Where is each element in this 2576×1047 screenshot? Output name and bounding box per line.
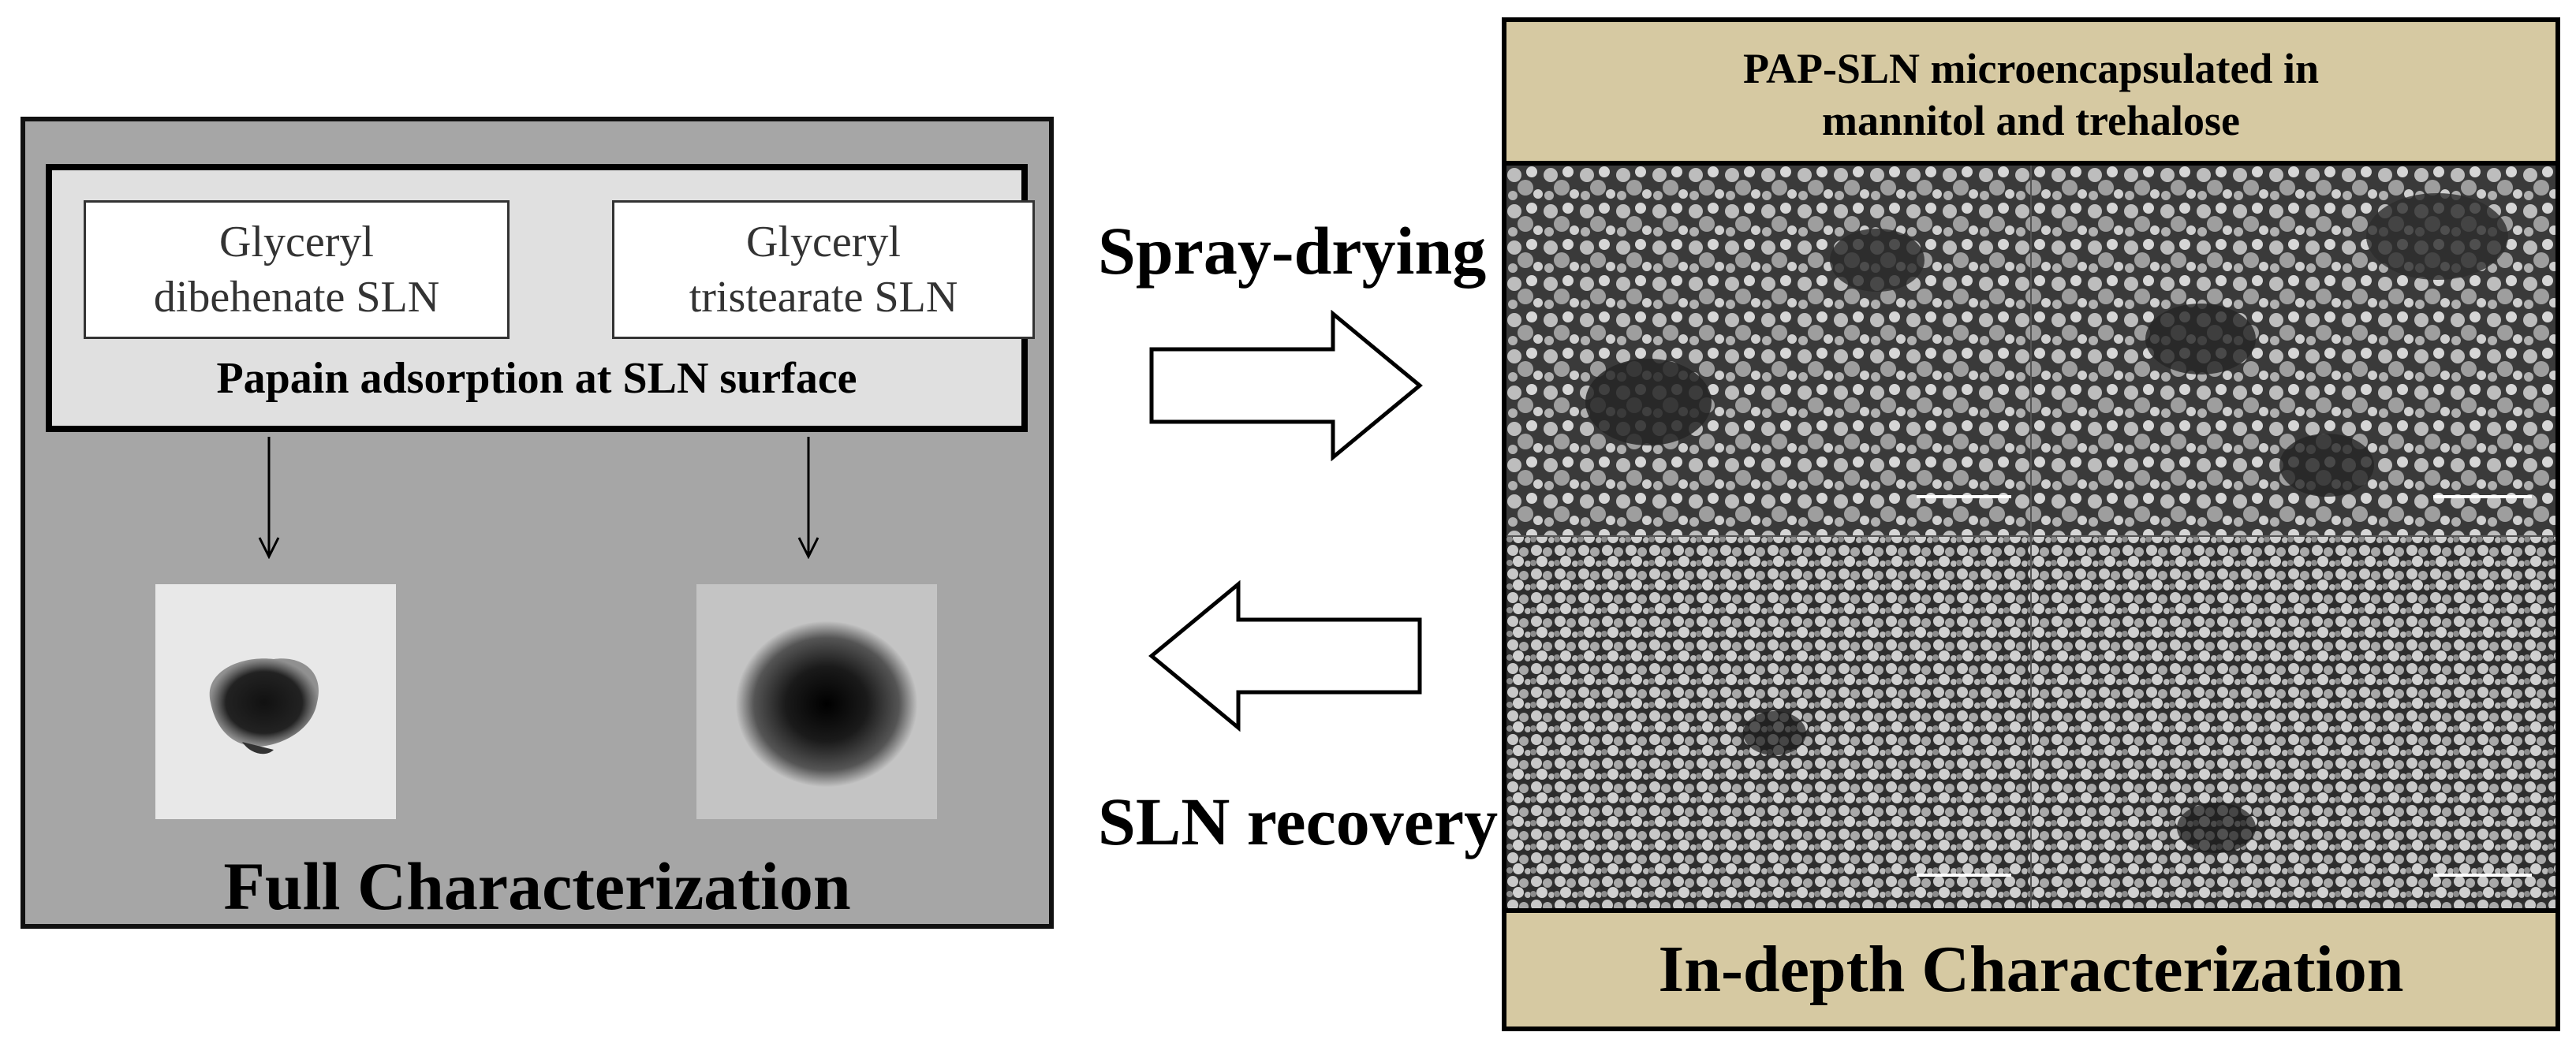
sln-formulation-box: Glyceryl dibehenate SLN Glyceryl tristea… [46, 164, 1035, 432]
sln-type-line1: Glyceryl [219, 218, 374, 266]
right-panel: PAP-SLN microencapsulated in mannitol an… [1502, 17, 2560, 1031]
down-arrow-icon [258, 437, 280, 559]
tem-micrograph-tristearate [696, 584, 937, 819]
in-depth-characterization-footer: In-depth Characterization [1506, 908, 2555, 1027]
left-arrow-icon [1148, 580, 1422, 732]
right-arrow-icon [1149, 310, 1423, 461]
spray-drying-label: Spray-drying [1098, 213, 1487, 289]
sln-type-line1: Glyceryl [746, 218, 901, 266]
header-line2: mannitol and trehalose [1821, 97, 2241, 144]
down-arrow-icon [797, 437, 819, 559]
full-characterization-label: Full Characterization [223, 848, 851, 924]
sem-micrograph-grid [1506, 166, 2555, 922]
sln-type-box-dibehenate: Glyceryl dibehenate SLN [84, 200, 510, 339]
sln-type-box-tristearate: Glyceryl tristearate SLN [612, 200, 1035, 339]
header-line1: PAP-SLN microencapsulated in [1742, 45, 2319, 92]
adsorption-label: Papain adsorption at SLN surface [216, 354, 857, 403]
sln-type-line2: dibehenate SLN [153, 273, 440, 322]
sln-recovery-label: SLN recovery [1098, 784, 1499, 859]
microencapsulation-header: PAP-SLN microencapsulated in mannitol an… [1506, 22, 2555, 166]
sln-type-line2: tristearate SLN [689, 273, 958, 322]
left-panel: Glyceryl dibehenate SLN Glyceryl tristea… [21, 117, 1054, 929]
tem-micrograph-dibehenate [155, 584, 396, 819]
